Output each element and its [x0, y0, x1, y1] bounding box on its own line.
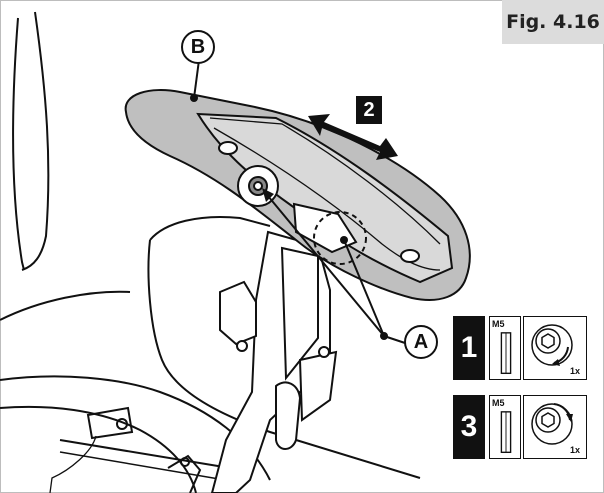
tool-size-label: M5: [492, 398, 505, 408]
hex-key-icon: [500, 332, 512, 375]
step-1-screw: 1x: [523, 316, 587, 380]
tool-size-label: M5: [492, 319, 505, 329]
tool-count: 1x: [569, 445, 580, 455]
tool-count: 1x: [569, 366, 580, 376]
step-1-badge: 1: [453, 316, 485, 380]
screw-rotate-icon: [531, 324, 573, 366]
callout-b: B: [181, 30, 215, 64]
step-3-screw: 1x: [523, 395, 587, 459]
chair-back-outline: [12, 17, 25, 271]
callout-a: A: [404, 325, 438, 359]
hex-key-icon: [500, 411, 512, 454]
step-1-tool: M5: [489, 316, 521, 380]
screw-rotate-icon: [531, 403, 573, 445]
seat-cushion-outline: [147, 239, 421, 479]
step-3-tool: M5: [489, 395, 521, 459]
screw-location-dashed: [313, 211, 367, 265]
double-arrow-icon: [308, 114, 398, 160]
figure-label: Fig. 4.16: [502, 0, 604, 44]
step-3-badge: 3: [453, 395, 485, 459]
step-2-badge: 2: [356, 96, 382, 124]
